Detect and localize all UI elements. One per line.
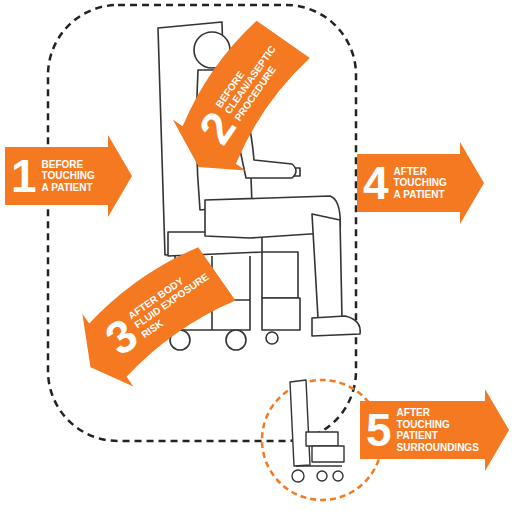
chair-back <box>290 380 310 466</box>
arrow-content: 5AFTER TOUCHING PATIENT SURROUNDINGS <box>366 407 481 453</box>
empty-chair <box>290 380 344 482</box>
arrow-fill <box>360 389 509 471</box>
moment-arrow: 3AFTER BODY FLUID EXPOSURE RISK <box>58 232 242 401</box>
moment-number: 1 <box>11 153 37 199</box>
moment-label: AFTER TOUCHING PATIENT SURROUNDINGS <box>397 407 481 453</box>
arrow-content: 1BEFORE TOUCHING A PATIENT <box>11 153 104 199</box>
moment-label: AFTER BODY FLUID EXPOSURE RISK <box>125 259 220 340</box>
moment-number: 4 <box>363 160 389 206</box>
patient-zone <box>48 5 356 441</box>
moment-label: BEFORE TOUCHING A PATIENT <box>42 159 104 194</box>
chair-wheel <box>226 330 246 350</box>
moment-number: 5 <box>366 407 392 453</box>
chair-box <box>262 298 300 330</box>
patient-foot <box>312 316 360 336</box>
moment-arrow: 5AFTER TOUCHING PATIENT SURROUNDINGS <box>360 389 509 471</box>
moment-arrow: 1BEFORE TOUCHING A PATIENT <box>5 135 132 217</box>
chair-box <box>312 446 344 462</box>
arrow-fill <box>62 237 242 400</box>
chair-wheel <box>317 471 327 481</box>
chair-wheel <box>333 471 343 481</box>
chair-box <box>262 252 298 298</box>
arrow-content: 4AFTER TOUCHING A PATIENT <box>363 160 456 206</box>
moment-label: BEFORE CLEAN/ASEPTIC PROCEDURE <box>213 31 292 123</box>
chair-frame <box>296 465 342 466</box>
chair-wheel <box>292 470 304 482</box>
arrow-fill <box>5 135 132 217</box>
moment-arrow: 4AFTER TOUCHING A PATIENT <box>357 142 484 224</box>
arrow-fill <box>159 14 320 190</box>
patient-leg <box>312 214 342 318</box>
chair-seat <box>306 432 338 446</box>
moment-label: AFTER TOUCHING A PATIENT <box>394 166 456 201</box>
arrow-fill <box>357 142 484 224</box>
chair-wheel <box>266 332 278 344</box>
